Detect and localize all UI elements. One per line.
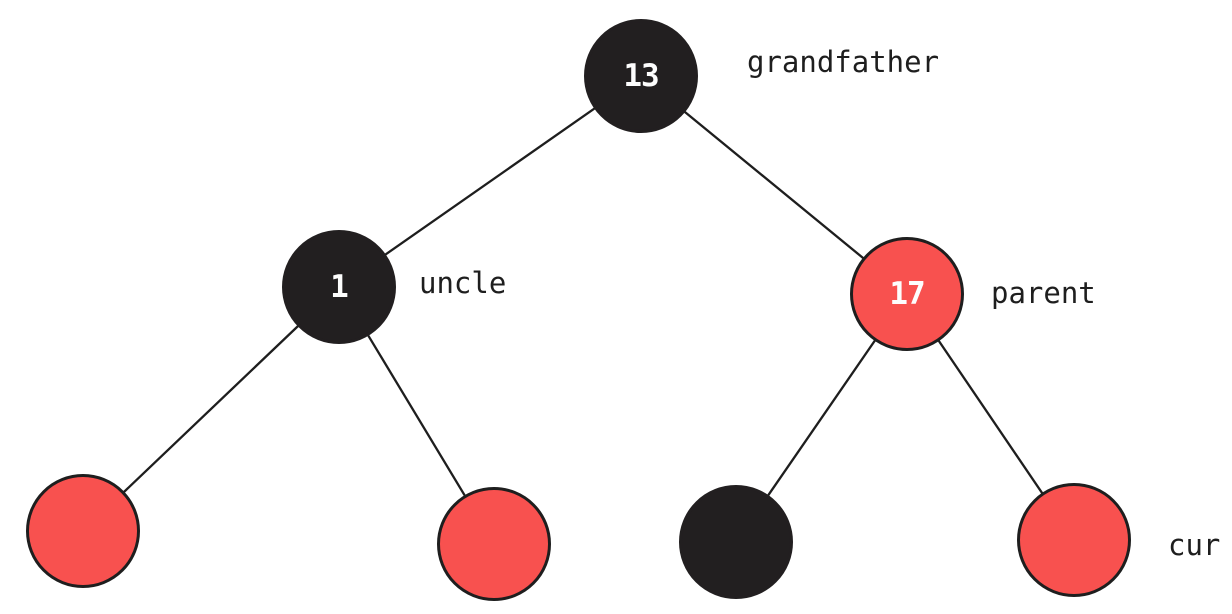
- label-uncle: uncle: [419, 266, 507, 300]
- node-grandfather-value: 13: [623, 57, 659, 94]
- label-grandfather: grandfather: [747, 45, 940, 79]
- edge-uncle-left-child: [81, 285, 341, 533]
- edge-grandfather-uncle: [337, 74, 643, 289]
- node-parent: 17: [850, 237, 964, 351]
- node-grandfather: 13: [584, 19, 698, 133]
- label-parent: parent: [991, 276, 1096, 310]
- node-parent-left-child: [679, 485, 793, 599]
- label-cur: cur: [1168, 528, 1221, 562]
- node-cur: [1017, 483, 1131, 597]
- node-parent-value: 17: [889, 275, 925, 312]
- node-uncle: 1: [282, 230, 396, 344]
- node-uncle-value: 1: [330, 268, 349, 305]
- node-uncle-right-child: [437, 487, 551, 601]
- node-uncle-left-child: [26, 474, 140, 588]
